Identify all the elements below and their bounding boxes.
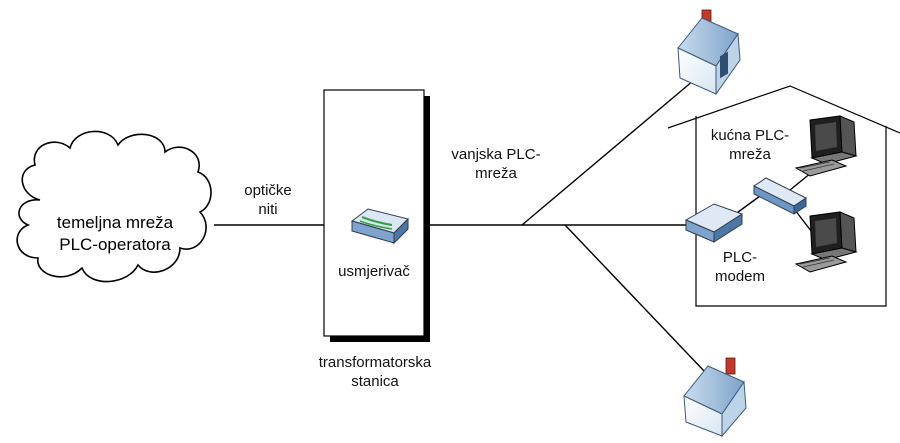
home-network-label-line2: mreža: [729, 146, 771, 163]
branch-to-bottom-house: [564, 224, 706, 373]
switch-icon: [753, 177, 807, 215]
substation-label-line2: stanica: [351, 373, 399, 390]
computer-icon: [794, 115, 858, 177]
cloud-label-line1: temeljna mreža: [56, 213, 174, 232]
outdoor-network-label-line2: mreža: [475, 165, 517, 182]
home-network-label-line1: kućna PLC-: [710, 127, 790, 144]
outdoor-network-label-line1: vanjska PLC-: [451, 146, 541, 163]
router-icon: [350, 208, 409, 245]
substation-label: transformatorska stanica: [300, 353, 450, 391]
connections: [214, 74, 823, 373]
cloud-label: temeljna mreža PLC-operatora: [40, 212, 190, 256]
modem-icon: [684, 203, 744, 243]
outdoor-network-label: vanjska PLC- mreža: [436, 145, 556, 183]
home-outline: [667, 85, 900, 307]
house-icon: [677, 9, 741, 96]
cloud-icon: [16, 130, 212, 283]
fiber-label-line1: optičke: [244, 182, 292, 199]
fiber-label-line2: niti: [258, 201, 278, 218]
computer-icon: [794, 211, 858, 273]
modem-label-line2: modem: [714, 268, 766, 285]
cloud-label-line2: PLC-operatora: [59, 235, 171, 254]
modem-label-line1: PLC-: [722, 249, 758, 266]
fiber-label: optičke niti: [228, 181, 308, 219]
substation-label-line1: transformatorska: [318, 354, 432, 371]
branch-to-top-house: [521, 74, 701, 226]
router-label: usmjerivač: [338, 263, 410, 280]
house-icon: [683, 357, 747, 438]
core-network-cloud: [16, 130, 212, 283]
home-network-label: kućna PLC- mreža: [702, 126, 798, 164]
modem-label: PLC- modem: [700, 248, 780, 286]
